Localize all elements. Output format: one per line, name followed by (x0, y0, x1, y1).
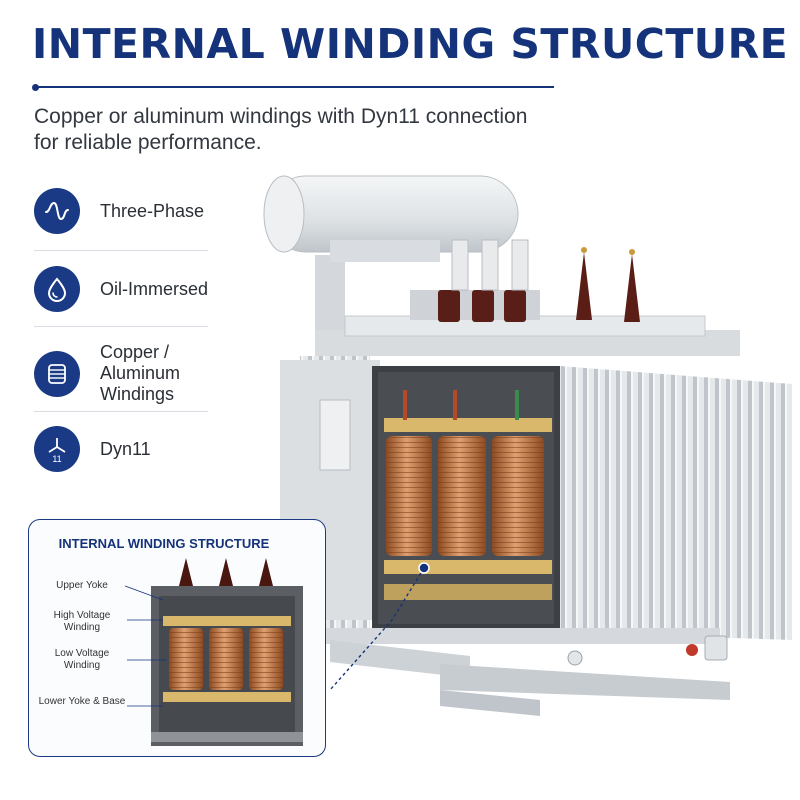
feature-oil-immersed: Oil-Immersed (34, 266, 208, 312)
feature-label: Copper / Aluminum Windings (100, 342, 181, 404)
feature-dyn11: 11 Dyn11 (34, 426, 208, 472)
title-underline (34, 86, 554, 88)
oil-drop-icon (34, 266, 80, 312)
winding-diagram-inset: INTERNAL WINDING STRUCTURE Upper Yoke Hi… (28, 519, 326, 757)
feature-three-phase: Three-Phase (34, 188, 208, 234)
page-title: INTERNAL WINDING STRUCTURE (32, 20, 789, 68)
base-rails (300, 628, 730, 716)
svg-text:11: 11 (52, 454, 61, 464)
callout-leader (329, 562, 430, 691)
conservator-tank (263, 175, 519, 335)
label-high-voltage-winding: High Voltage Winding (53, 610, 111, 633)
coil-icon (34, 350, 80, 397)
title-underline-dot (32, 84, 39, 91)
feature-divider (34, 326, 208, 327)
dyn11-vector-icon: 11 (34, 426, 80, 472)
sine-wave-icon (34, 188, 80, 234)
inset-diagram (124, 558, 303, 746)
inset-title: INTERNAL WINDING STRUCTURE (58, 536, 270, 551)
label-low-voltage-winding: Low Voltage Winding (54, 648, 110, 671)
feature-divider (34, 411, 208, 412)
label-upper-yoke: Upper Yoke (56, 580, 108, 591)
label-lower-yoke-base: Lower Yoke & Base (38, 696, 126, 707)
cutaway-window (372, 366, 560, 630)
feature-divider (34, 250, 208, 251)
bushings (410, 239, 640, 322)
page-subtitle: Copper or aluminum windings with Dyn11 c… (34, 105, 528, 154)
feature-label: Three-Phase (100, 200, 205, 221)
feature-label: Oil-Immersed (100, 278, 209, 299)
feature-label: Dyn11 (100, 438, 151, 459)
feature-windings: Copper / Aluminum Windings (34, 342, 208, 405)
